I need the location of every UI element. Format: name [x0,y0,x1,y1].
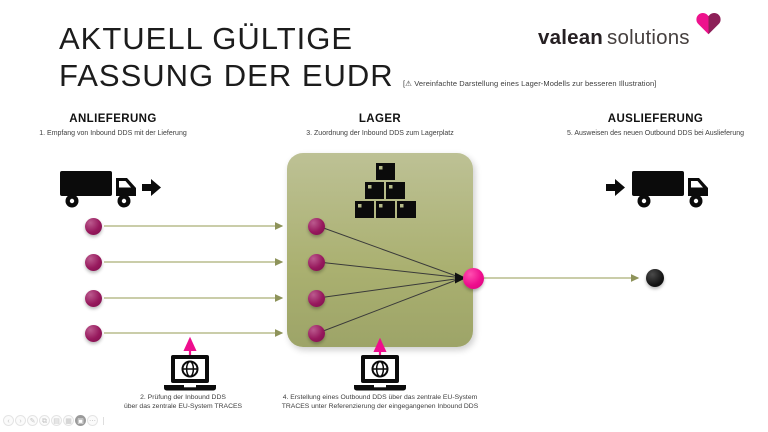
stored-dds-dot [308,324,325,342]
pallet-boxes-icon [355,163,416,218]
traces-laptop-icon [354,355,406,391]
notes-button[interactable]: ▤ [51,415,62,426]
duplicate-button[interactable]: ⧉ [39,415,50,426]
column-auslieferung: AUSLIEFERUNG 5. Ausweisen des neuen Outb… [558,113,753,137]
more-button[interactable]: ⋯ [87,415,98,426]
prev-slide-button[interactable]: ‹ [3,415,14,426]
column-caption: 3. Zuordnung der Inbound DDS zum Lagerpl… [306,130,454,137]
column-anlieferung: ANLIEFERUNG 1. Empfang von Inbound DDS m… [23,113,203,137]
inbound-truck-icon [60,171,161,208]
present-button[interactable]: ▣ [75,415,86,426]
inbound-dds-dot [85,253,102,271]
column-caption: 1. Empfang von Inbound DDS mit der Liefe… [39,130,187,137]
logo-brand: valean [538,26,604,49]
edit-button[interactable]: ✎ [27,415,38,426]
toolbar-divider [103,416,104,425]
logo-suffix: solutions [607,26,690,49]
heart-icon [696,13,721,35]
process-note-outbound-creation: 4. Erstellung eines Outbound DDS über da… [281,394,479,410]
slide-toolbar: ‹ › ✎ ⧉ ▤ ▦ ▣ ⋯ [3,415,104,426]
page-title: AKTUELL GÜLTIGE FASSUNG DER EUDR [59,21,394,93]
column-heading: AUSLIEFERUNG [607,113,704,125]
column-lager: LAGER 3. Zuordnung der Inbound DDS zum L… [290,113,470,137]
disclaimer-note: [⚠ Vereinfachte Darstellung eines Lager-… [403,79,657,88]
process-note-traces-check: 2. Prüfung der Inbound DDS über das zent… [123,394,243,410]
delivery-endpoint-dot [646,269,664,287]
column-caption: 5. Ausweisen des neuen Outbound DDS bei … [566,130,745,137]
inbound-dds-dot [85,289,102,307]
outbound-dds-dot [462,267,484,289]
outbound-truck-icon [606,171,708,208]
grid-view-button[interactable]: ▦ [63,415,74,426]
inbound-dds-dot [85,324,102,342]
traces-laptop-icon [164,355,216,391]
column-heading: ANLIEFERUNG [69,113,157,125]
stored-dds-dot [308,289,325,307]
column-heading: LAGER [358,113,402,125]
next-slide-button[interactable]: › [15,415,26,426]
stored-dds-dot [308,217,325,235]
stored-dds-dot [308,253,325,271]
inbound-dds-dot [85,217,102,235]
